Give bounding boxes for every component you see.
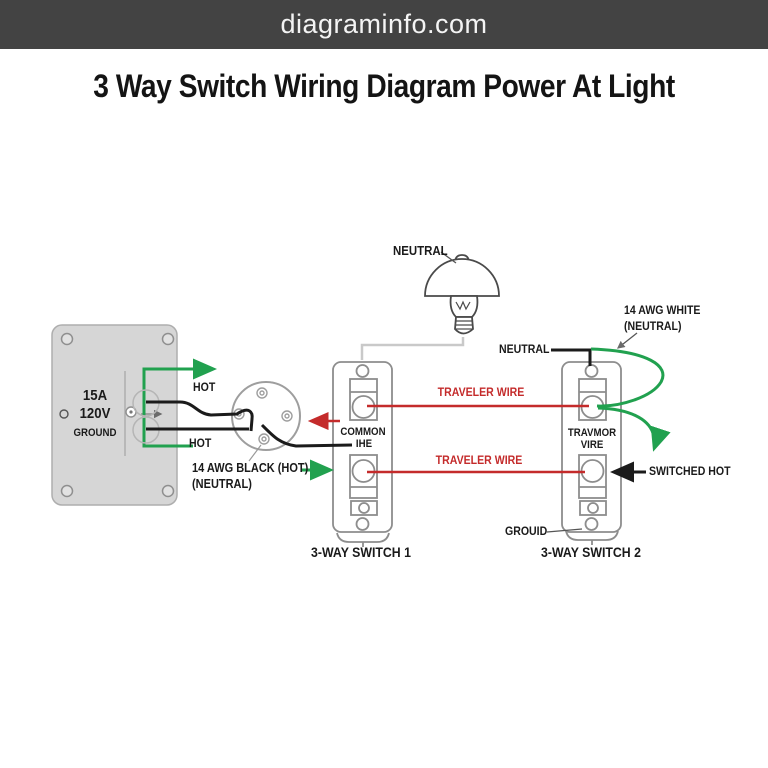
switch1 [332,361,393,547]
label-black-wire-2: (NEUTRAL) [192,477,252,491]
label-neutral-sw2: NEUTRAL [499,342,550,356]
junction-screw-icon [261,436,267,442]
junction-box [231,381,301,451]
label-sw1-common: COMMON [340,426,386,438]
light-bulb [424,254,500,335]
label-hot-bottom: HOT [189,436,212,450]
ground-wire-panel [142,358,217,448]
label-switch1-caption: 3-WAY SWITCH 1 [311,544,411,560]
terminal-screw-dot [129,410,133,414]
site-name: diagraminfo.com [280,9,488,39]
common-wire [260,423,353,448]
switch1-ground-screw [358,502,370,514]
switch2-ground-screw [587,502,599,514]
label-panel-volts: 120V [79,405,111,422]
label-switch2-caption: 3-WAY SWITCH 2 [541,544,641,560]
label-panel-amps: 15A [82,387,108,404]
ground-wire-arrow-down [597,406,671,452]
page-title: 3 Way Switch Wiring Diagram Power At Lig… [93,68,675,104]
black-wire-pointer-line [248,444,262,462]
panel-screw-icon [161,484,175,498]
switch2-screw-top [584,364,599,378]
label-switched-hot: SWITCHED HOT [649,464,731,478]
neutral-pointer-line [440,251,457,264]
site-header: diagraminfo.com [0,0,768,49]
switch2 [561,361,622,545]
label-traveler-top: TRAVELER WIRE [437,385,525,399]
label-white-wire-1: 14 AWG WHITE [624,303,701,317]
neutral-feed-wire-sw2 [551,348,592,366]
label-sw2-traveler-2: VIRE [580,439,604,451]
label-black-wire-1: 14 AWG BLACK (HOT) [192,461,309,475]
label-white-wire-2: (NEUTRAL) [624,319,682,333]
ground-wire-loop-sw2 [590,347,665,408]
bulb-filament [455,300,471,311]
label-panel-ground: GROUND [73,427,117,439]
panel-screw-icon [60,332,74,346]
label-sw1-common-2: IHE [355,438,373,450]
label-traveler-bottom: TRAVELER WIRE [435,453,523,467]
hot-wire-top [146,400,254,432]
junction-box-body [231,381,301,451]
switch1-screw-top [355,364,370,378]
ground-pointer-line [546,528,583,533]
switch1-bracket [336,532,390,543]
junction-screw-icon [284,413,290,419]
label-neutral-bulb: NEUTRAL [393,243,448,258]
panel-screw-icon [161,332,175,346]
neutral-wire-bulb [360,337,465,360]
junction-screw-icon [259,390,265,396]
panel-screw-icon [60,484,74,498]
label-sw2-traveler: TRAVMOR [567,427,617,439]
bulb-glass [449,295,479,318]
bulb-shade [424,258,500,297]
label-sw2-ground: GROUID [505,524,548,538]
white-wire-pointer-line [616,332,638,349]
voltage-dot-icon [59,409,69,419]
switch2-screw-bottom [584,517,599,531]
label-hot-top: HOT [193,380,216,394]
switch1-screw-bottom [355,517,370,531]
